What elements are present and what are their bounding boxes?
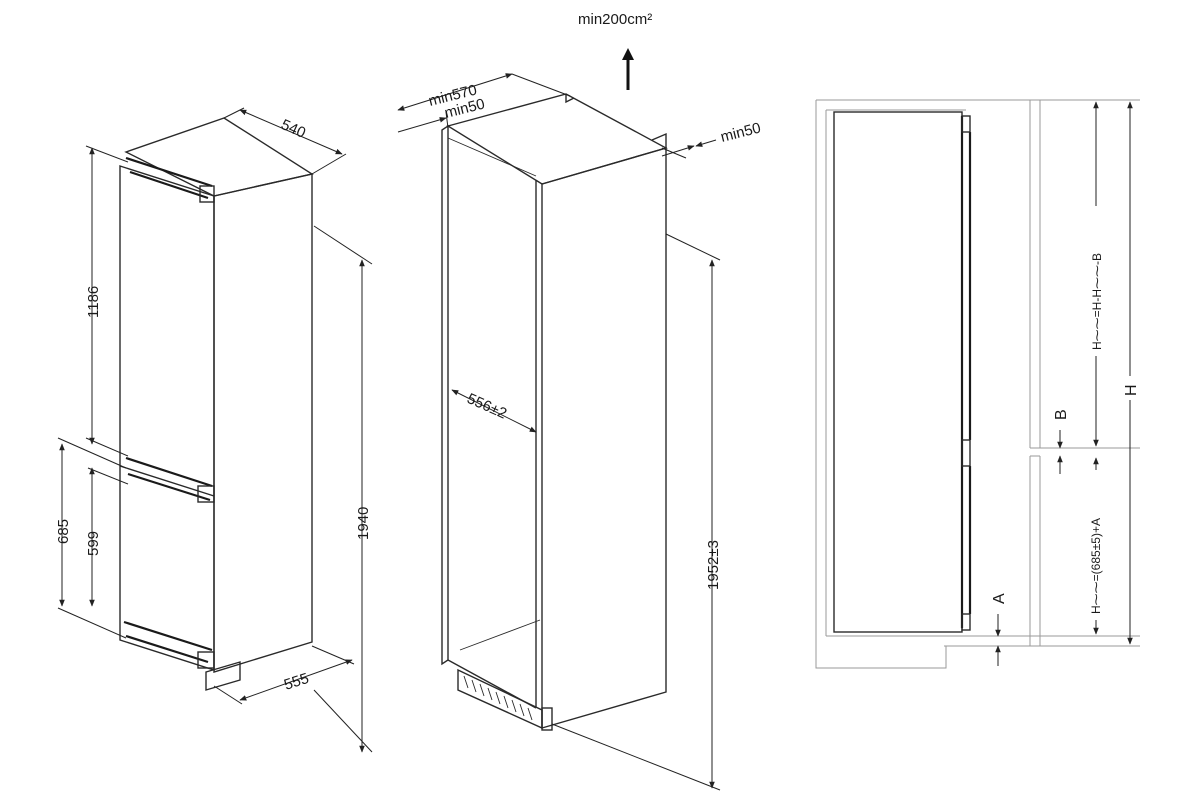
section-appliance [833, 111, 963, 633]
appliance-side-face [213, 173, 313, 673]
vent-indicator: min200cm² [578, 11, 652, 90]
label-599: 599 [85, 531, 102, 556]
label-B: B [1053, 409, 1070, 420]
label-vent-area: min200cm² [578, 11, 652, 28]
dim-540: 540 [223, 107, 347, 175]
dim-1940: 1940 [313, 225, 373, 753]
label-685: 685 [55, 519, 72, 544]
dim-A: A [991, 593, 1008, 666]
hinge-middle [197, 485, 215, 503]
appliance-drawing [119, 117, 314, 691]
dim-min50-right: min50 [661, 120, 763, 159]
dim-upper: H⁓⁓=H-H⁓⁓-B [1086, 101, 1106, 447]
label-upper: H⁓⁓=H-H⁓⁓-B [1090, 253, 1104, 350]
label-555: 555 [282, 670, 311, 694]
dim-B: B [1053, 409, 1070, 474]
dim-1186: 1186 [85, 145, 129, 457]
dim-1952: 1952±3 [551, 233, 722, 791]
dim-685-599: 685 599 [55, 437, 129, 639]
label-min50-right: min50 [719, 120, 763, 146]
cabinet-drawing [441, 93, 668, 731]
section-hinge-bottom [961, 613, 971, 631]
cabinet-foot [541, 707, 553, 731]
appliance-door-face [119, 165, 215, 671]
section-drawing [815, 99, 1140, 669]
dim-555: 555 [213, 645, 355, 705]
label-lower: H⁓⁓=(685±5)+A [1089, 518, 1103, 614]
cabinet-side-panel [541, 147, 667, 729]
dim-556: 556±2 [451, 389, 537, 433]
dim-H: H [1120, 101, 1140, 645]
label-556: 556±2 [464, 390, 509, 422]
section-hinge-mid [961, 439, 971, 467]
label-A: A [991, 593, 1008, 604]
section-hinge-top [961, 115, 971, 133]
label-1940: 1940 [355, 507, 372, 540]
hinge-bottom [197, 651, 215, 669]
hinge-rails [123, 156, 213, 664]
dim-lower: H⁓⁓=(685±5)+A [1088, 457, 1106, 635]
label-1952: 1952±3 [705, 540, 722, 590]
hinge-top [199, 185, 215, 203]
up-arrow-icon [622, 48, 634, 60]
cabinet-left-post [441, 124, 449, 666]
label-H: H [1123, 384, 1140, 396]
vent-grille [457, 668, 543, 730]
dim-min570: min570 min50 [397, 73, 571, 133]
label-1186: 1186 [85, 286, 102, 318]
